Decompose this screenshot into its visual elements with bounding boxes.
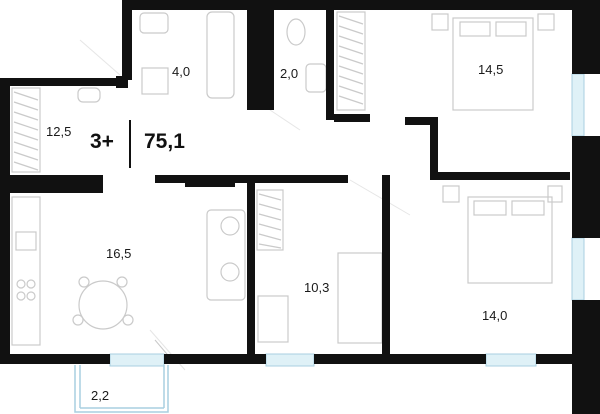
wardrobe-small xyxy=(256,189,284,251)
sink-icon xyxy=(139,12,169,34)
area-bedroom-small: 10,3 xyxy=(304,280,330,295)
window-kitchen xyxy=(109,353,165,367)
area-toilet: 2,0 xyxy=(280,66,299,81)
window-small-bedroom xyxy=(265,353,315,367)
balcony xyxy=(74,365,169,413)
window-right-top xyxy=(571,73,585,137)
kitchen-counter xyxy=(11,196,41,346)
area-hall: 12,5 xyxy=(46,124,72,139)
total-area: 75,1 xyxy=(144,130,185,153)
area-bedroom-top: 14,5 xyxy=(478,62,504,77)
wc-sink-icon xyxy=(305,63,327,93)
area-bedroom-right: 14,0 xyxy=(482,308,508,323)
area-bathroom: 4,0 xyxy=(172,64,191,79)
room-count: 3+ xyxy=(90,130,114,153)
washer-icon xyxy=(141,67,169,95)
stove-icon xyxy=(16,279,36,301)
watermark-lines xyxy=(79,39,411,371)
area-kitchen-living: 16,5 xyxy=(106,246,132,261)
wardrobe-hall xyxy=(11,87,41,173)
table-icon xyxy=(78,280,128,330)
wardrobe-top xyxy=(336,11,366,111)
area-balcony: 2,2 xyxy=(91,388,110,403)
furniture xyxy=(11,11,563,346)
toilet-icon xyxy=(286,18,306,46)
kitchen-sink-icon xyxy=(15,231,37,251)
bathtub-icon xyxy=(206,11,235,99)
sofa-icon xyxy=(206,209,246,301)
wardrobe-top-hatch xyxy=(338,15,364,105)
bed-top-icon xyxy=(452,17,534,111)
bed-right-icon xyxy=(467,196,553,284)
wardrobe-hall-hatch xyxy=(13,91,39,171)
window-right-bottom xyxy=(571,237,585,301)
window-right-bedroom xyxy=(485,353,537,367)
windows xyxy=(109,73,585,367)
bench-icon xyxy=(77,87,101,103)
desk-icon xyxy=(257,295,289,343)
bed-small-icon xyxy=(337,252,383,344)
